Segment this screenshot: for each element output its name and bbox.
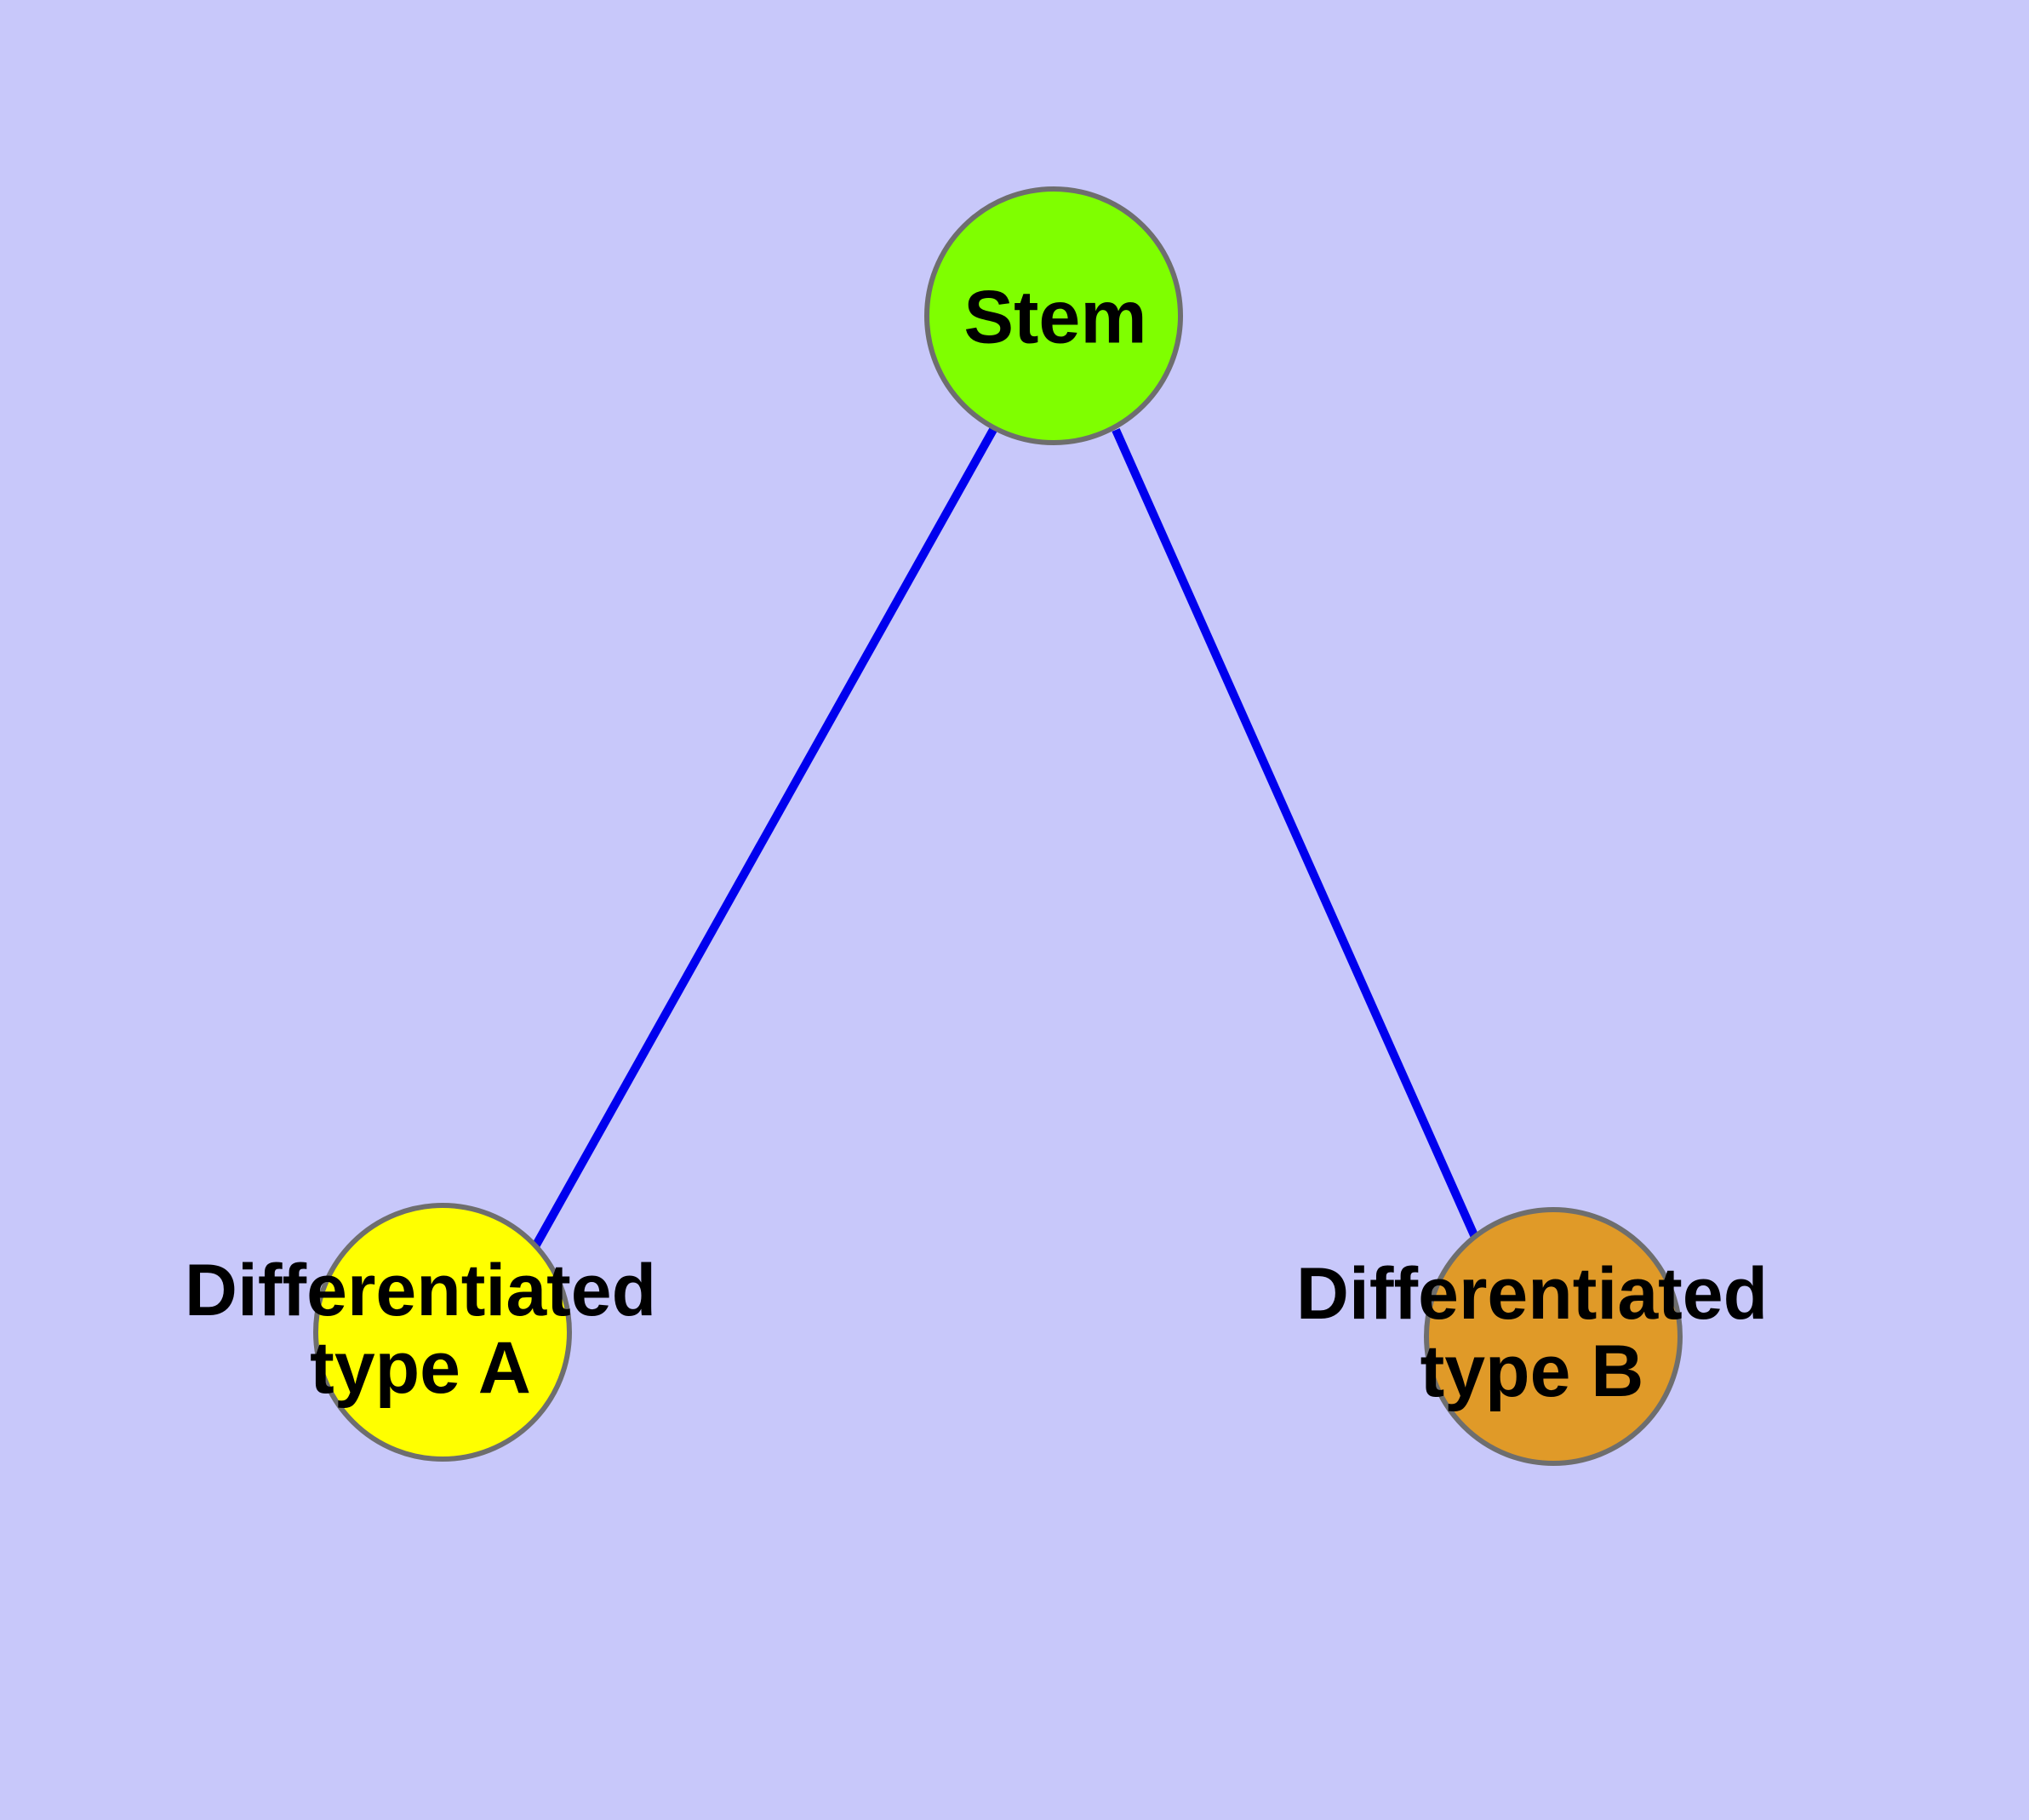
graph-edge-stem-to-diff-a xyxy=(530,426,998,1251)
graph-node-stem[interactable] xyxy=(924,186,1183,445)
graph-edge-stem-to-diff-b xyxy=(1112,427,1482,1245)
node-layer xyxy=(313,186,1683,1466)
graph-node-diff-a[interactable] xyxy=(313,1203,572,1462)
graph-node-diff-b[interactable] xyxy=(1424,1207,1683,1466)
edge-layer xyxy=(530,426,1482,1251)
